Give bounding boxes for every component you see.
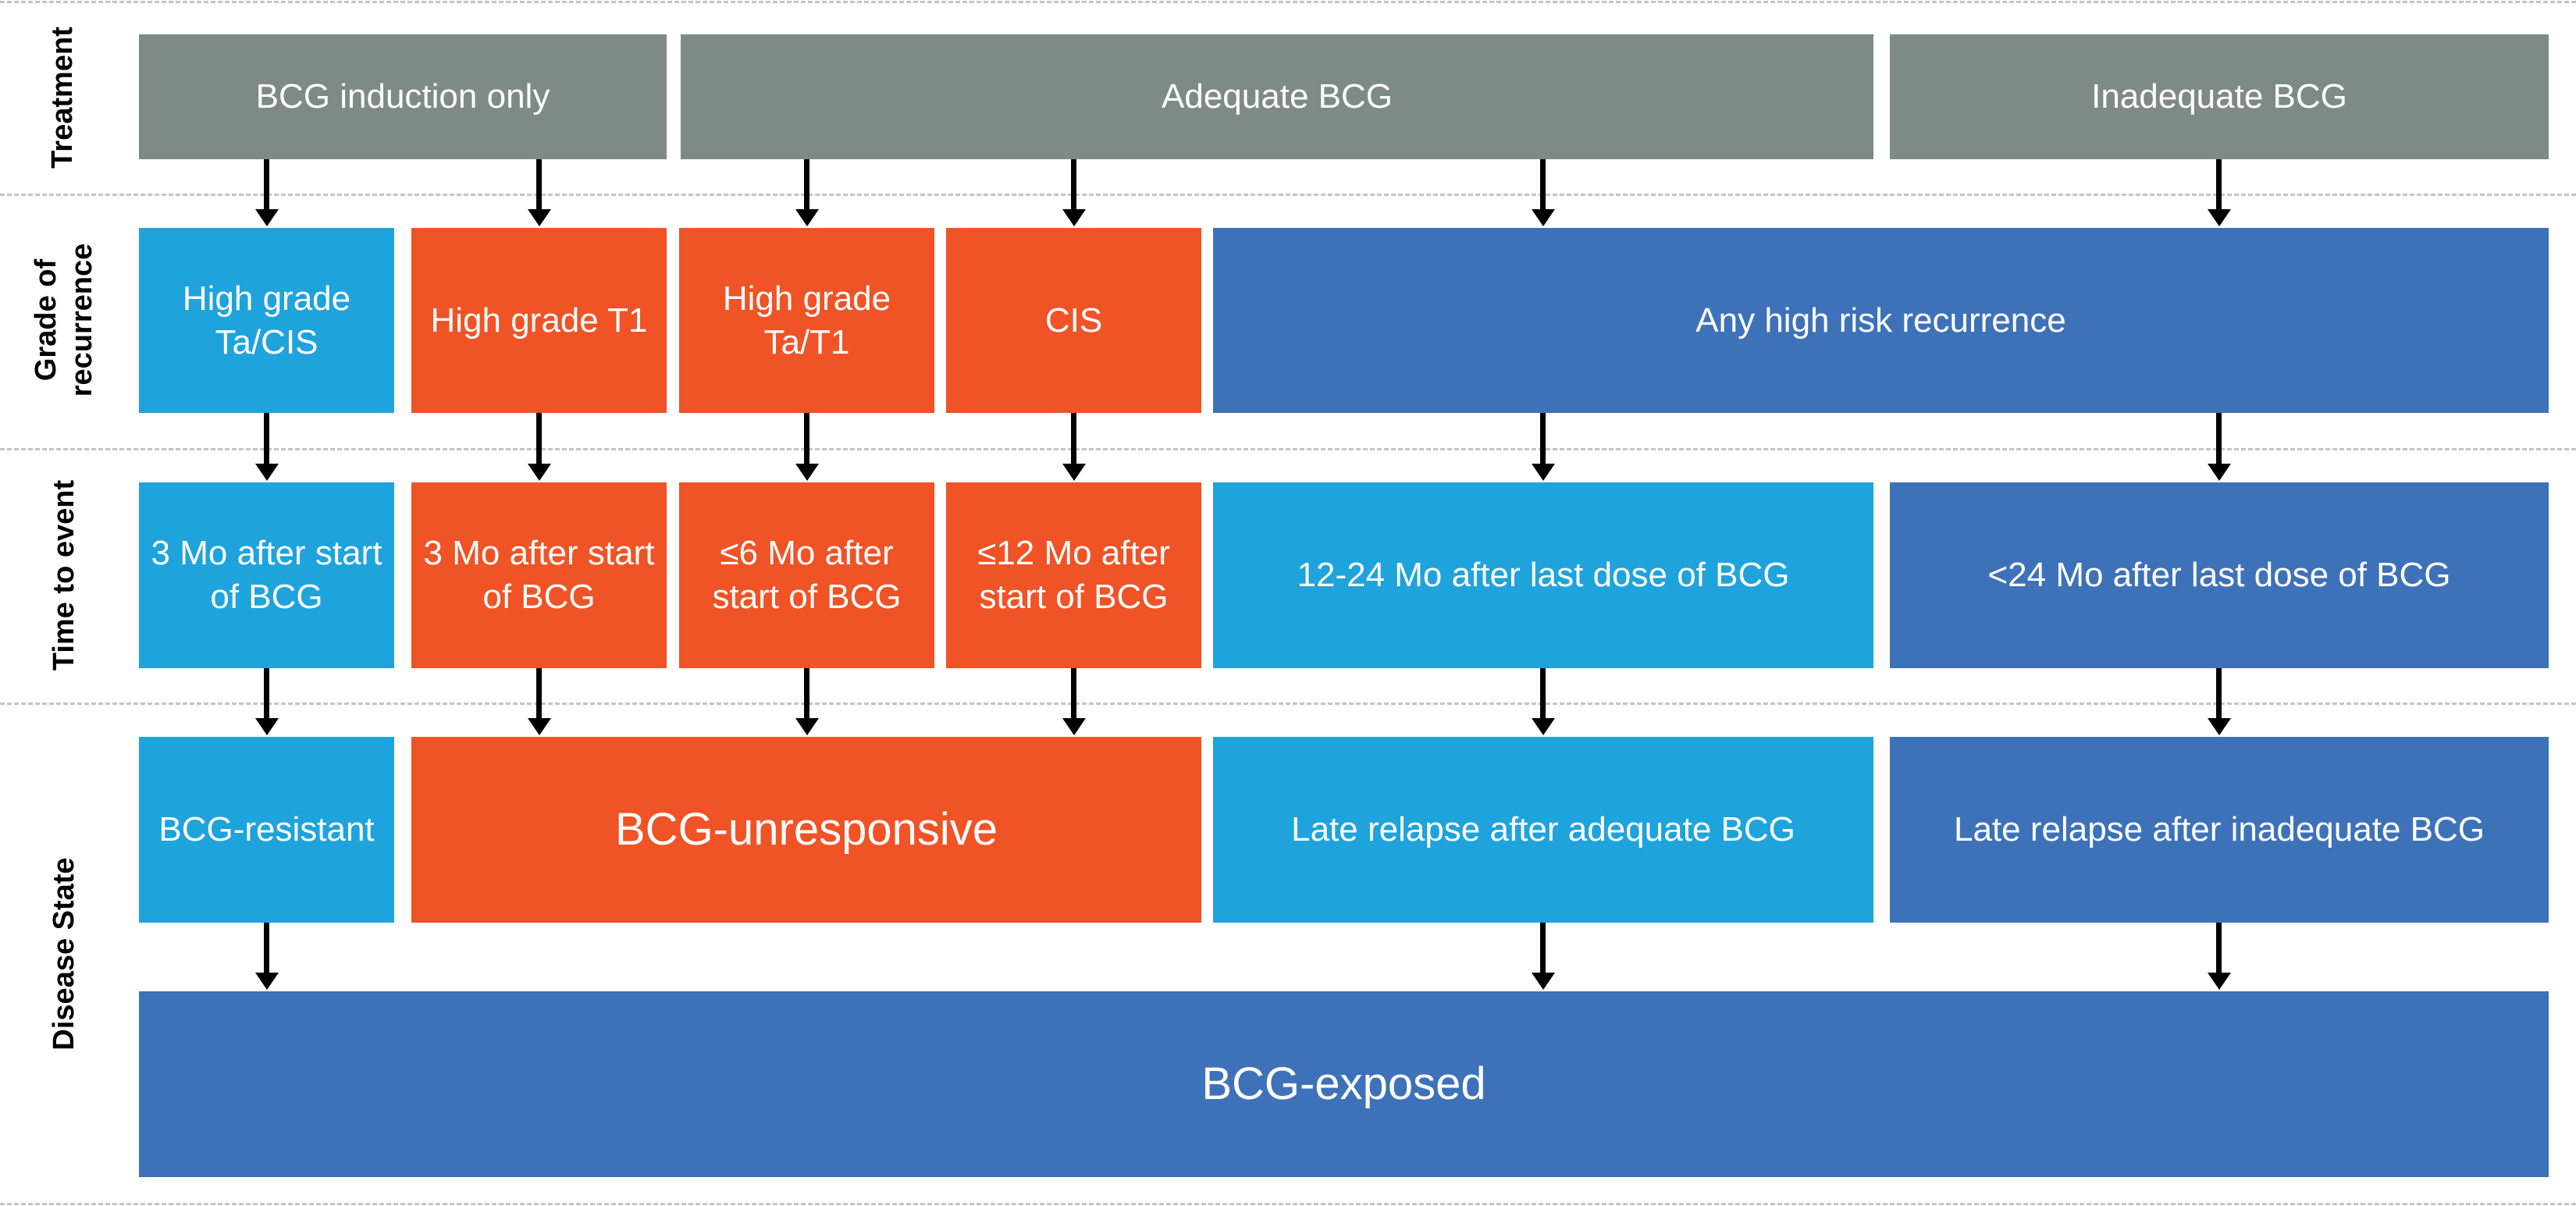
row-divider <box>0 448 2576 450</box>
arrow-down <box>1540 413 1546 465</box>
arrow-down <box>804 668 809 720</box>
arrow-down <box>264 668 269 720</box>
arrow-down <box>536 159 542 211</box>
disease-late-relapse-inadequate: Late relapse after inadequate BCG <box>1890 737 2549 923</box>
arrow-down <box>264 923 269 974</box>
disease-late-relapse-adequate: Late relapse after adequate BCG <box>1213 737 1873 923</box>
time-6-mo-after-start: ≤6 Mo after start of BCG <box>679 482 934 668</box>
row-label-treatment: Treatment <box>46 27 79 169</box>
arrow-down <box>2216 159 2222 211</box>
disease-bcg-unresponsive: BCG-unresponsive <box>411 737 1201 923</box>
arrow-down <box>2216 413 2222 465</box>
grade-any-high-risk-recurrence: Any high risk recurrence <box>1213 228 2549 413</box>
row-divider <box>0 194 2576 196</box>
grade-cis: CIS <box>946 228 1201 413</box>
disease-bcg-exposed: BCG-exposed <box>139 991 2549 1177</box>
time-lt-24-mo-after-last-dose: <24 Mo after last dose of BCG <box>1890 482 2549 668</box>
arrow-down <box>804 159 809 211</box>
treatment-bcg-induction-only: BCG induction only <box>139 34 667 159</box>
row-divider <box>0 1203 2576 1205</box>
row-label-time-to-event: Time to event <box>48 479 80 671</box>
time-12-mo-after-start: ≤12 Mo after start of BCG <box>946 482 1201 668</box>
grade-high-grade-ta-t1: High grade Ta/T1 <box>679 228 934 413</box>
arrow-down <box>2216 923 2222 974</box>
treatment-adequate-bcg: Adequate BCG <box>681 34 1873 159</box>
arrow-down <box>1540 668 1546 720</box>
row-divider <box>0 703 2576 705</box>
time-3-mo-after-start-t1: 3 Mo after start of BCG <box>411 482 667 668</box>
arrow-down <box>264 413 269 465</box>
arrow-down <box>2216 668 2222 720</box>
arrow-down <box>264 159 269 211</box>
grade-high-grade-ta-cis: High grade Ta/CIS <box>139 228 394 413</box>
row-label-disease-state: Disease State <box>48 857 80 1051</box>
row-label-grade-of-recurrence: Grade of recurrence <box>30 243 98 397</box>
arrow-down <box>1071 413 1076 465</box>
arrow-down <box>536 413 542 465</box>
arrow-down <box>1540 923 1546 974</box>
time-12-24-mo-after-last-dose: 12-24 Mo after last dose of BCG <box>1213 482 1873 668</box>
arrow-down <box>1540 159 1546 211</box>
grade-high-grade-t1: High grade T1 <box>411 228 667 413</box>
arrow-down <box>536 668 542 720</box>
arrow-down <box>1071 668 1076 720</box>
disease-bcg-resistant: BCG-resistant <box>139 737 394 923</box>
time-3-mo-after-start: 3 Mo after start of BCG <box>139 482 394 668</box>
row-divider <box>0 1 2576 3</box>
treatment-inadequate-bcg: Inadequate BCG <box>1890 34 2549 159</box>
arrow-down <box>804 413 809 465</box>
arrow-down <box>1071 159 1076 211</box>
